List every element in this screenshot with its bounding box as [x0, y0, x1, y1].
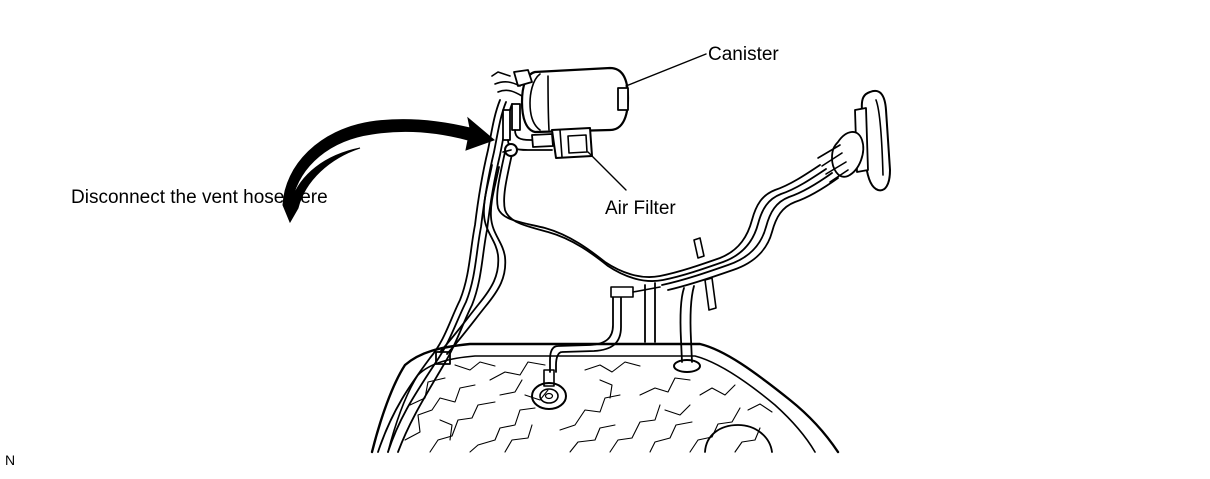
- corner-code: N: [5, 452, 15, 468]
- left-hose-bundle: [377, 99, 513, 453]
- canister-assembly: [491, 66, 630, 159]
- vent-hose-arrow: [282, 116, 495, 224]
- leader-lines: [587, 53, 707, 191]
- fuel-tank: [370, 342, 840, 454]
- air-filter-label: Air Filter: [605, 198, 676, 219]
- vent-hose-route: [496, 151, 839, 291]
- air-filter-leader-line: [587, 151, 627, 191]
- canister-leader-line: [625, 53, 707, 87]
- tank-pipes: [549, 237, 717, 373]
- canister-label: Canister: [708, 44, 779, 65]
- instruction-label: Disconnect the vent hose here: [71, 187, 328, 208]
- filler-neck: [817, 90, 891, 192]
